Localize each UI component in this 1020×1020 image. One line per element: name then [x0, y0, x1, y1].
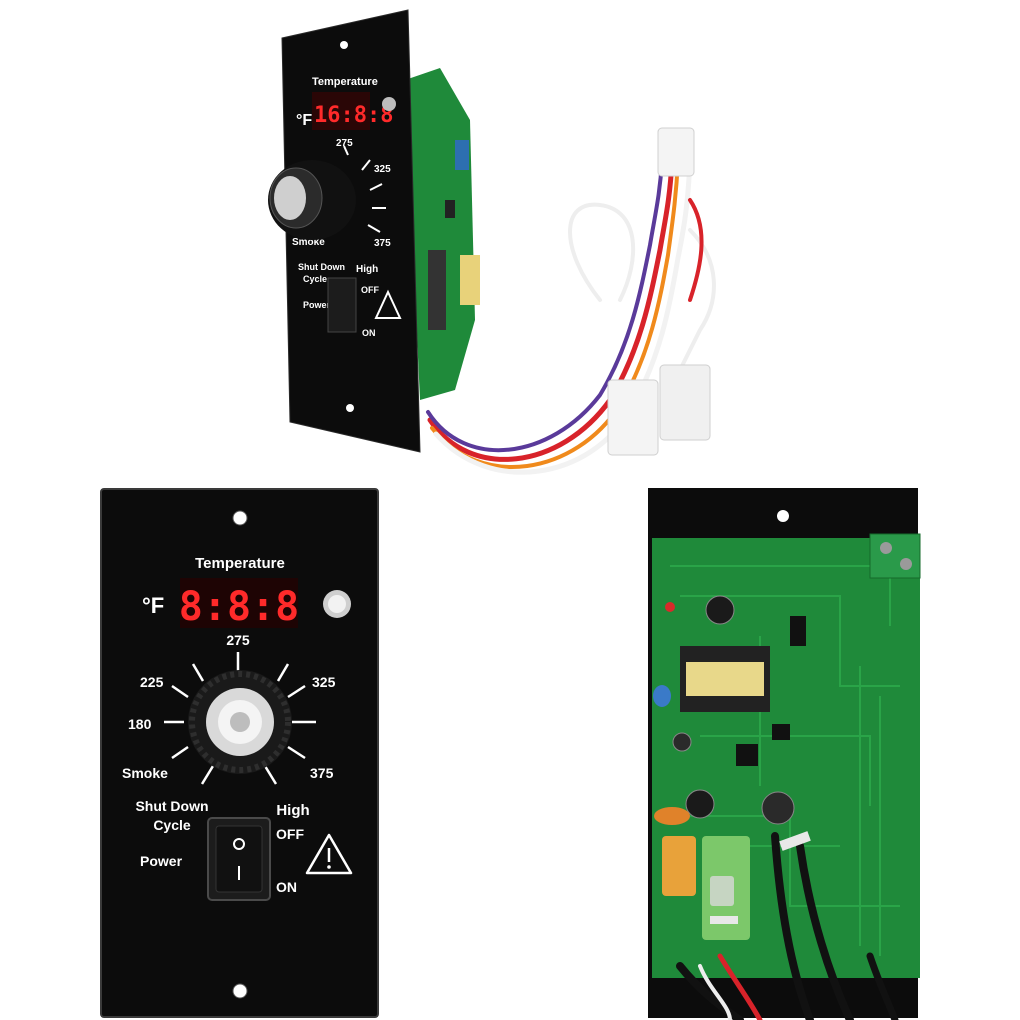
wire-connector — [657, 127, 695, 177]
mount-hole-bottom — [232, 983, 248, 999]
dial-label-375: 375 — [310, 765, 334, 781]
capacitor — [761, 791, 795, 825]
angled-title: Temperature — [312, 76, 378, 88]
shutdown-label-1: Shut Down — [135, 798, 208, 814]
angled-controller-photo: Temperature °F 16:8:8 275 325 375 Smoke … — [268, 9, 716, 475]
wiring-harness — [426, 157, 716, 475]
panel-title: Temperature — [195, 555, 285, 572]
svg-text:High: High — [356, 264, 378, 275]
shutdown-label-2: Cycle — [153, 817, 191, 833]
pcb-rear-photo — [648, 488, 921, 1020]
power-rocker-switch — [207, 817, 271, 901]
high-label: High — [276, 802, 309, 819]
lcd-display: 8:8:8 — [179, 584, 299, 630]
dial-label-325: 325 — [312, 674, 336, 690]
mount-hole-top — [232, 510, 248, 526]
terminal-block — [869, 533, 921, 579]
svg-text:275: 275 — [336, 138, 353, 149]
svg-text:ON: ON — [362, 328, 376, 338]
svg-text:OFF: OFF — [361, 285, 379, 295]
unit-label: °F — [142, 593, 164, 618]
power-label: Power — [140, 853, 183, 869]
dial-label-225: 225 — [140, 674, 164, 690]
wire-connector — [659, 364, 711, 441]
angled-knob — [268, 160, 356, 240]
dial-ticks — [164, 652, 316, 785]
angled-unit: °F — [296, 112, 312, 129]
dial-label-275: 275 — [226, 632, 250, 648]
off-label: OFF — [276, 826, 304, 842]
on-label: ON — [276, 879, 297, 895]
svg-text:Cycle: Cycle — [303, 274, 327, 284]
temperature-knob — [188, 670, 292, 774]
svg-text:Power: Power — [303, 300, 331, 310]
status-led — [323, 590, 351, 618]
svg-text:375: 375 — [374, 238, 391, 249]
svg-text:Shut Down: Shut Down — [298, 262, 345, 272]
angled-display: 16:8:8 — [314, 103, 393, 128]
lcd-display-window — [180, 578, 298, 628]
capacitor — [705, 595, 735, 625]
svg-text:Smoke: Smoke — [292, 237, 325, 248]
capacitor — [672, 732, 692, 752]
svg-text:325: 325 — [374, 164, 391, 175]
dial-label-180: 180 — [128, 716, 152, 732]
front-panel: Temperature °F 8:8:8 275 225 325 180 Smo… — [100, 488, 379, 1018]
wire-connector — [607, 379, 659, 456]
warning-icon — [305, 833, 353, 875]
angled-power-switch — [327, 277, 357, 333]
dial-label-smoke: Smoke — [122, 765, 168, 781]
capacitor — [685, 789, 715, 819]
